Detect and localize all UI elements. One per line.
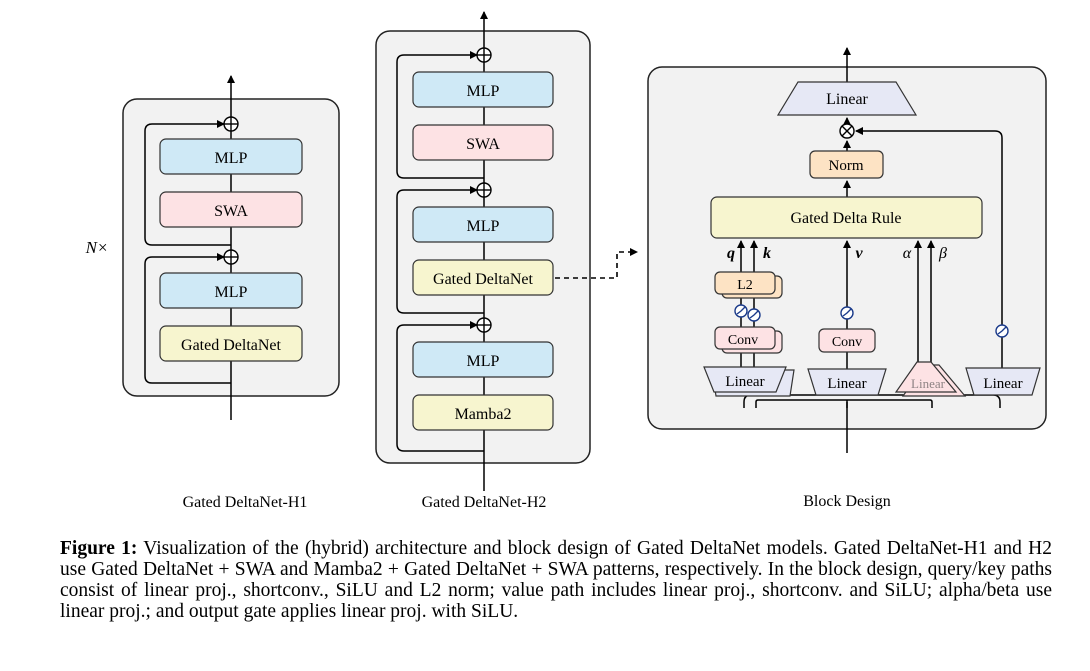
h2-swa-block xyxy=(412,124,554,161)
norm-block xyxy=(809,150,884,179)
caption-label: Figure 1: xyxy=(60,538,138,559)
h2-mlp-label-3: MLP xyxy=(467,353,500,370)
h2-mlp-block-2 xyxy=(412,206,554,243)
qk-conv-label: Conv xyxy=(728,333,758,348)
architecture-diagram: MLP SWA MLP Gated DeltaNet N× Gated Delt… xyxy=(85,11,1047,511)
h2-title: Gated DeltaNet-H2 xyxy=(422,494,547,511)
h1-title: Gated DeltaNet-H1 xyxy=(183,494,308,511)
alpha-label: α xyxy=(903,245,912,262)
gated-delta-rule-block xyxy=(710,196,983,239)
h2-add-node-3 xyxy=(476,317,492,333)
h2-gdn-label: Gated DeltaNet xyxy=(433,271,534,288)
h1-mlp-label-top: MLP xyxy=(215,150,248,167)
h2-gdn-block xyxy=(412,259,554,296)
v-silu-icon xyxy=(840,306,854,320)
output-linear-label: Linear xyxy=(826,91,868,108)
alpha-beta-linear-label: Linear xyxy=(911,376,946,391)
qk-linear-label: Linear xyxy=(725,374,764,390)
figure-caption: Figure 1: Visualization of the (hybrid) … xyxy=(60,538,1052,622)
h2-mlp-block-1 xyxy=(412,71,554,108)
v-linear-label: Linear xyxy=(827,376,866,392)
h1-diagram: MLP SWA MLP Gated DeltaNet N× Gated Delt… xyxy=(85,75,340,511)
l2-norm-block xyxy=(714,271,776,295)
l2-norm-label: L2 xyxy=(737,278,753,293)
v-label: v xyxy=(855,245,863,262)
h1-add-node-bottom xyxy=(223,249,239,265)
h1-swa-block xyxy=(159,191,303,228)
qk-conv-block xyxy=(714,326,776,350)
alpha-beta-linear-block xyxy=(894,361,958,393)
h2-swa-label: SWA xyxy=(466,136,500,153)
h1-swa-label: SWA xyxy=(214,203,248,220)
h2-mamba-label: Mamba2 xyxy=(455,406,512,423)
h2-mlp-label-2: MLP xyxy=(467,218,500,235)
k-silu-icon xyxy=(747,308,761,322)
v-conv-block xyxy=(818,328,876,353)
h1-repeat-label: N× xyxy=(85,238,109,257)
h2-add-node-1 xyxy=(476,47,492,63)
q-label: q xyxy=(727,245,735,262)
h1-mlp-label-bottom: MLP xyxy=(215,284,248,301)
h1-add-node-top xyxy=(223,116,239,132)
dashed-connector xyxy=(555,248,638,279)
h2-diagram: MLP SWA MLP Gated DeltaNet MLP Mamba2 Ga… xyxy=(375,11,591,511)
norm-label: Norm xyxy=(829,158,864,174)
output-linear-block xyxy=(776,81,918,116)
block-design-title: Block Design xyxy=(803,493,891,510)
multiply-node xyxy=(839,123,855,139)
h1-gdn-label: Gated DeltaNet xyxy=(181,337,282,354)
gate-silu-icon xyxy=(995,324,1009,338)
h2-add-node-2 xyxy=(476,182,492,198)
q-silu-icon xyxy=(734,304,748,318)
h2-mlp-block-3 xyxy=(412,341,554,378)
beta-label: β xyxy=(938,245,947,262)
h1-gdn-block xyxy=(159,325,303,362)
h2-mamba-block xyxy=(412,394,554,431)
caption-text: Visualization of the (hybrid) architectu… xyxy=(60,538,1052,622)
h1-mlp-block-bottom xyxy=(159,272,303,309)
qk-linear-block xyxy=(703,366,787,393)
block-design-diagram: Linear Norm Gated Delta Rule q k v α β L… xyxy=(647,47,1047,510)
k-label: k xyxy=(763,245,771,262)
gate-linear-block xyxy=(965,367,1041,396)
h1-mlp-block-top xyxy=(159,138,303,175)
gate-linear-label: Linear xyxy=(983,376,1022,392)
h2-mlp-label-1: MLP xyxy=(467,83,500,100)
gated-delta-rule-label: Gated Delta Rule xyxy=(790,210,901,227)
v-linear-block xyxy=(807,368,887,396)
v-conv-label: Conv xyxy=(832,335,862,350)
